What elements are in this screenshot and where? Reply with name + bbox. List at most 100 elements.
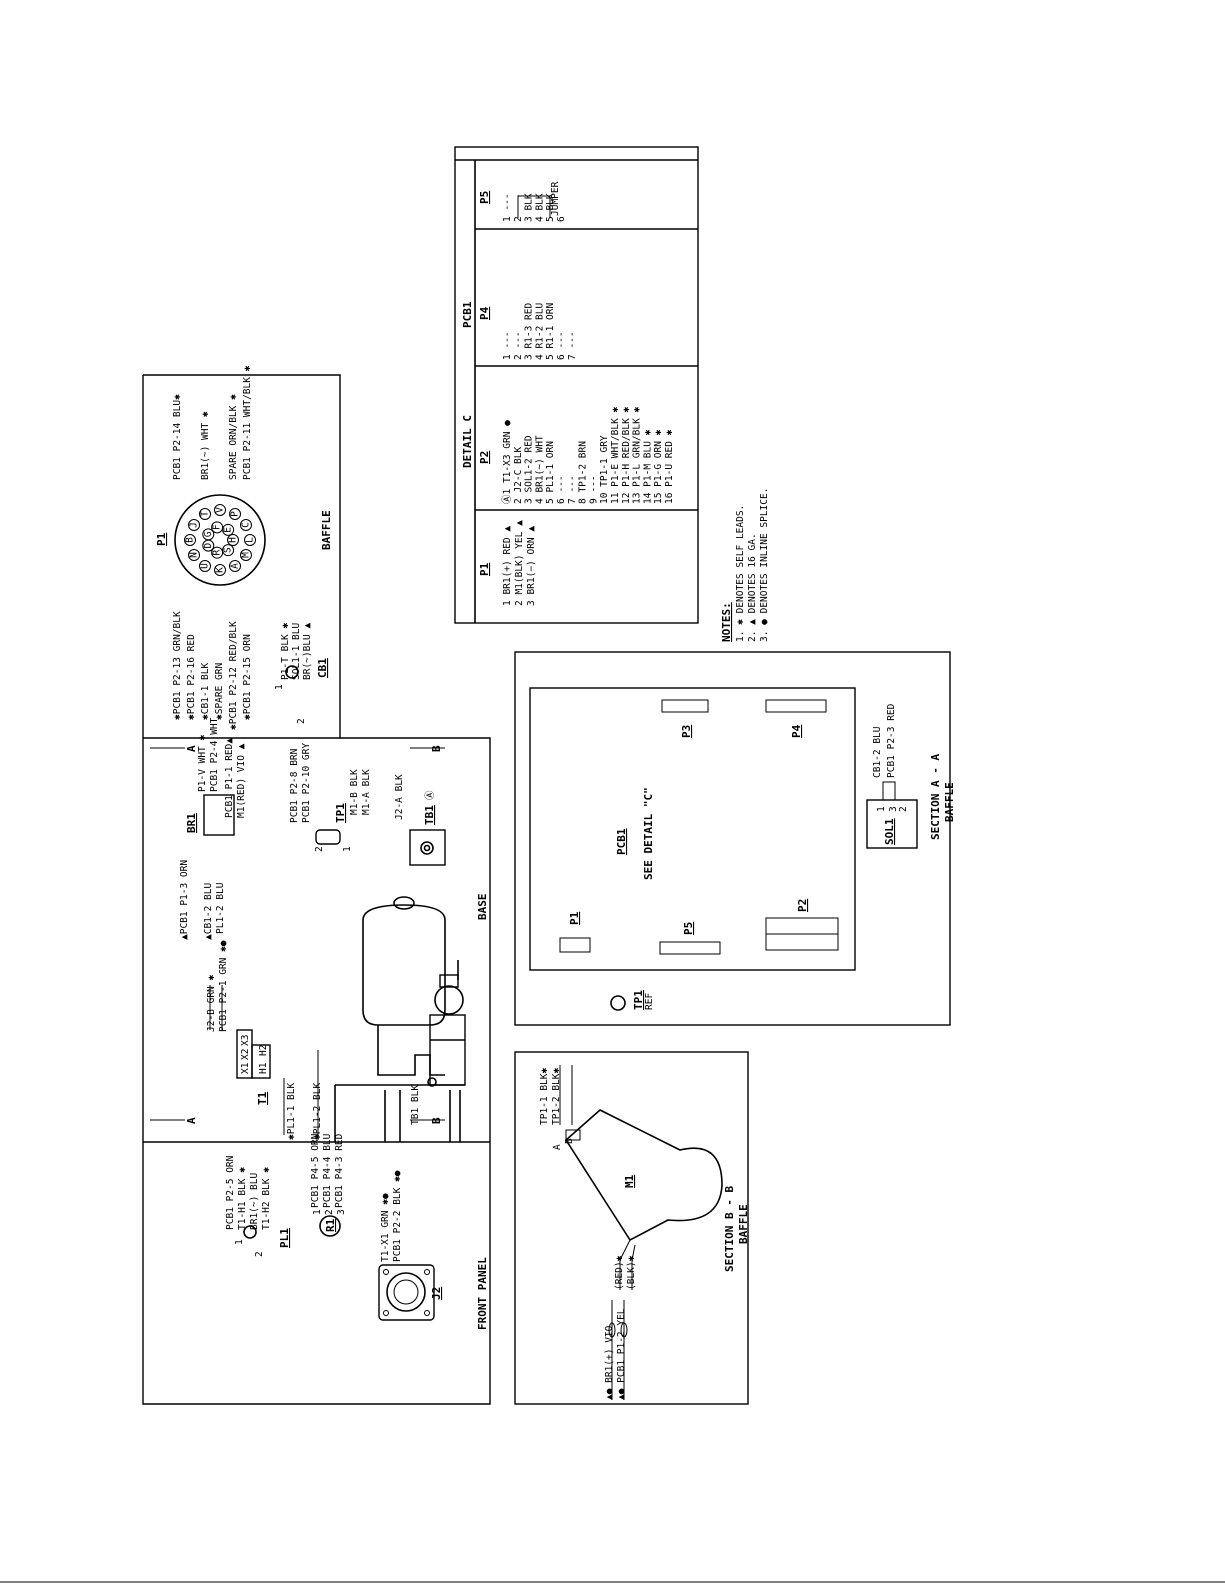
svg-text:3: 3 bbox=[888, 806, 899, 812]
table-row: 3 SOL1-2 RED bbox=[524, 435, 535, 504]
svg-text:X2: X2 bbox=[240, 1049, 251, 1060]
wire-label: PCB1 P2-5 ORN bbox=[225, 1155, 236, 1230]
svg-text:(BLK)✱: (BLK)✱ bbox=[626, 1255, 637, 1290]
pin-label: C bbox=[240, 522, 251, 528]
pl1-label: PL1 bbox=[278, 1228, 291, 1248]
pin-label: U bbox=[200, 563, 211, 569]
tb1-mark: Ⓐ bbox=[425, 790, 436, 800]
svg-text:1: 1 bbox=[234, 1239, 245, 1245]
arrow-b-top: B bbox=[430, 745, 443, 752]
table-row: 1 BR1(+) RED ▲ bbox=[502, 526, 513, 606]
pin-label: V bbox=[215, 507, 226, 513]
connector-pin bbox=[199, 508, 211, 521]
tb1-label: TB1 bbox=[423, 805, 436, 825]
base-section-label: BASE bbox=[476, 894, 489, 921]
wire-label: M1-A BLK bbox=[361, 769, 372, 815]
connector-pin bbox=[244, 534, 256, 546]
pin-label: J bbox=[189, 522, 200, 528]
j2-wires: T1-X1 GRN ✱● PCB1 P2-2 BLK ✱● bbox=[380, 1170, 403, 1262]
wire-label: TP1-1 BLK✱ bbox=[539, 1068, 550, 1125]
table-row: 2 M1(BLK) YEL ▲ bbox=[514, 520, 525, 606]
table-row: 6 --- bbox=[556, 331, 567, 360]
table-row: 1 --- bbox=[502, 331, 513, 360]
bb-bottom-wires: ▲● BR1(+) VIO ▲● PCB1 P1-2 YEL bbox=[604, 1308, 627, 1400]
svg-text:(RED)✱: (RED)✱ bbox=[614, 1255, 625, 1290]
aa-p5-label: P5 bbox=[682, 922, 695, 935]
connector-pin bbox=[188, 519, 201, 531]
wire-label: PL1-2 BLU bbox=[215, 882, 226, 934]
j2-label: J2 bbox=[430, 1287, 443, 1300]
br1-right-wires: P1-V WHT ✱ PCB1 P2-4 WHT PCB1 P1-1 RED▲ … bbox=[197, 717, 247, 818]
wire-label: PCB1 P2-8 BRN bbox=[289, 748, 300, 823]
main-frame bbox=[142, 374, 491, 1405]
aa-p1-label: P1 bbox=[568, 911, 581, 925]
section-aa-title: SECTION A - A bbox=[929, 754, 942, 840]
motor-assembly bbox=[334, 896, 466, 1142]
pin-label: E bbox=[223, 527, 234, 533]
pin-label: K bbox=[215, 567, 226, 573]
wire-label: PCB1 P4-3 RED bbox=[334, 1133, 345, 1208]
pin-label: G bbox=[203, 531, 214, 537]
table-row: Ⓐ1 T1-X3 GRN ● bbox=[502, 420, 513, 504]
tp1-label: TP1 bbox=[334, 803, 347, 823]
p1-right-wires: PCB1 P2-14 BLU✱ BR1(~) WHT ✱ SPARE ORN/B… bbox=[172, 365, 253, 480]
svg-text:P2: P2 bbox=[478, 451, 491, 464]
connector-pin bbox=[214, 564, 226, 576]
table-row: 5 R1-1 ORN bbox=[545, 303, 556, 360]
wire-label: PCB1 P4-4 BLU bbox=[322, 1133, 333, 1208]
tp1-top-wires: PCB1 P2-8 BRN PCB1 P2-10 GRY bbox=[289, 743, 312, 823]
table-row: 5 BLK bbox=[545, 193, 556, 222]
svg-text:X3: X3 bbox=[240, 1035, 251, 1046]
svg-text:X1: X1 bbox=[240, 1062, 251, 1074]
pin-label: R bbox=[212, 550, 223, 556]
wire-label: PCB1 P2-3 RED bbox=[886, 703, 897, 778]
svg-text:2: 2 bbox=[324, 1209, 335, 1215]
connector-pin bbox=[211, 521, 224, 534]
m1-label: M1 bbox=[623, 1174, 636, 1188]
pin-label: B bbox=[185, 537, 196, 543]
t1-terminals: X1 X2 X3 H1 H2 bbox=[240, 1035, 269, 1074]
detail-c-board: PCB1 bbox=[461, 301, 474, 328]
svg-text:3: 3 bbox=[336, 1209, 347, 1215]
wire-label: CB1-2 BLU bbox=[872, 726, 883, 778]
svg-text:B: B bbox=[564, 1138, 575, 1144]
note-item: 3. ● DENOTES INLINE SPLICE. bbox=[759, 488, 770, 642]
connector-pin bbox=[229, 559, 241, 572]
base-section: A A B B BR1 ▲PCB1 P1-3 ORN ▲CB1-2 BLU PL… bbox=[150, 717, 489, 1142]
pin-label: L bbox=[245, 537, 256, 543]
wire-label: SPARE ORN/BLK ✱ bbox=[228, 394, 239, 480]
aa-p2-label: P2 bbox=[796, 899, 809, 912]
wire-label: J2-A BLK bbox=[394, 774, 405, 820]
t1-bottom-wires: ✱PL1-1 BLK ✱PL1-2 BLK bbox=[286, 1083, 323, 1140]
pl1-symbol bbox=[243, 1225, 257, 1239]
pin-label: M bbox=[240, 552, 251, 558]
wire-label: PCB1 P2-4 WHT bbox=[209, 717, 220, 792]
r1-wires: PCB1 P4-5 ORN PCB1 P4-4 BLU PCB1 P4-3 RE… bbox=[310, 1133, 345, 1208]
svg-text:H2: H2 bbox=[258, 1045, 269, 1056]
t1-top-wires: J2-B GRN ✱ PCB1 P2-1 GRN ✱● bbox=[206, 940, 229, 1032]
p1-label: P1 bbox=[155, 532, 168, 546]
wire-label: ▲● BR1(+) VIO bbox=[604, 1325, 615, 1400]
connector-pin bbox=[188, 549, 201, 561]
table-row: 1 --- bbox=[502, 193, 513, 222]
table-row: 12 P1-H RED/BLK ✱ bbox=[621, 406, 632, 504]
wire-label: ▲PCB1 P1-3 ORN bbox=[179, 860, 190, 940]
br1-left-wires: ▲PCB1 P1-3 ORN ▲CB1-2 BLU PL1-2 BLU bbox=[179, 860, 226, 940]
connector-pin bbox=[222, 544, 235, 557]
arrow-b-bottom: B bbox=[430, 1117, 443, 1124]
pin-label: H bbox=[228, 537, 239, 543]
bb-top-wires: TP1-1 BLK✱ TP1-2 BLK✱ bbox=[539, 1068, 562, 1125]
ref-label: REF bbox=[644, 993, 655, 1010]
wire-label: M1(RED) VIO ▲ bbox=[236, 743, 247, 818]
wire-label: TB1 BLK bbox=[410, 1085, 421, 1125]
wire-label: BR(~)BLU ▲ bbox=[302, 623, 313, 680]
arrow-a-bottom: A bbox=[185, 1117, 198, 1124]
table-row: 3 BLK bbox=[524, 193, 535, 222]
detail-c-title: DETAIL C bbox=[461, 415, 474, 468]
p1-left-wires: ✱PCB1 P2-13 GRN/BLK ✱PCB1 P2-16 RED ✱CB1… bbox=[172, 611, 253, 730]
table-row: 2 --- bbox=[513, 331, 524, 360]
wire-label: ✱PCB1 P2-12 RED/BLK bbox=[228, 621, 239, 730]
tp1-ref-symbol bbox=[610, 995, 626, 1011]
wire-label: ✱PCB1 P2-16 RED bbox=[186, 634, 197, 720]
